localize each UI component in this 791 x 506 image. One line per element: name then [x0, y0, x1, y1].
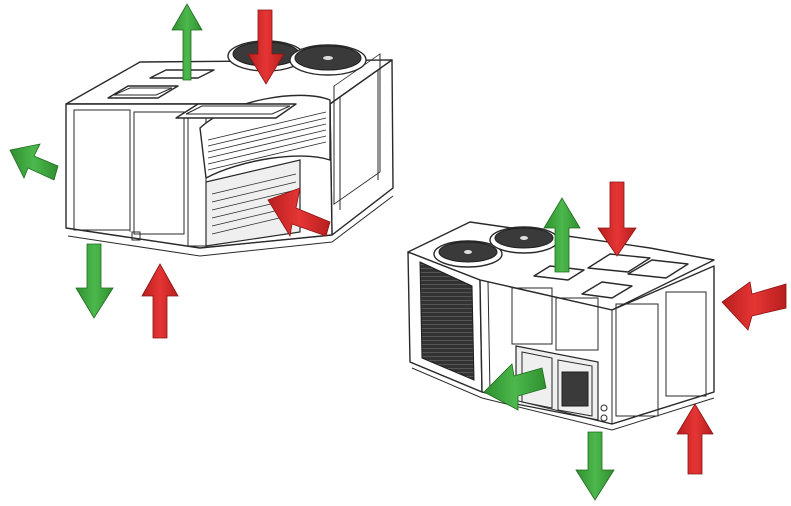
left-unit-bottom-supply-arrow [75, 243, 114, 319]
left-unit-panel-2 [133, 111, 185, 235]
right-unit-condenser-coil [419, 261, 475, 381]
right-unit-return-opening [587, 253, 651, 273]
left-unit-top-supply-arrow [171, 3, 203, 81]
left-unit-front-return-arrow [267, 187, 331, 238]
left-unit-left-supply-arrow [9, 143, 59, 181]
left-unit-return-grille [205, 159, 301, 247]
right-unit-front-supply-arrow [483, 363, 547, 411]
right-unit-side-return-arrow [721, 281, 787, 331]
right-unit-top-return-arrow [597, 181, 637, 257]
right-unit-top-supply-arrow [543, 197, 581, 273]
right-unit-bottom-return-arrow [676, 403, 714, 475]
left-unit-top-return-arrow [247, 9, 285, 85]
left-unit-bottom-return-arrow [141, 263, 179, 339]
left-rooftop-unit [65, 40, 394, 257]
right-unit-bottom-supply-arrow [575, 431, 615, 501]
